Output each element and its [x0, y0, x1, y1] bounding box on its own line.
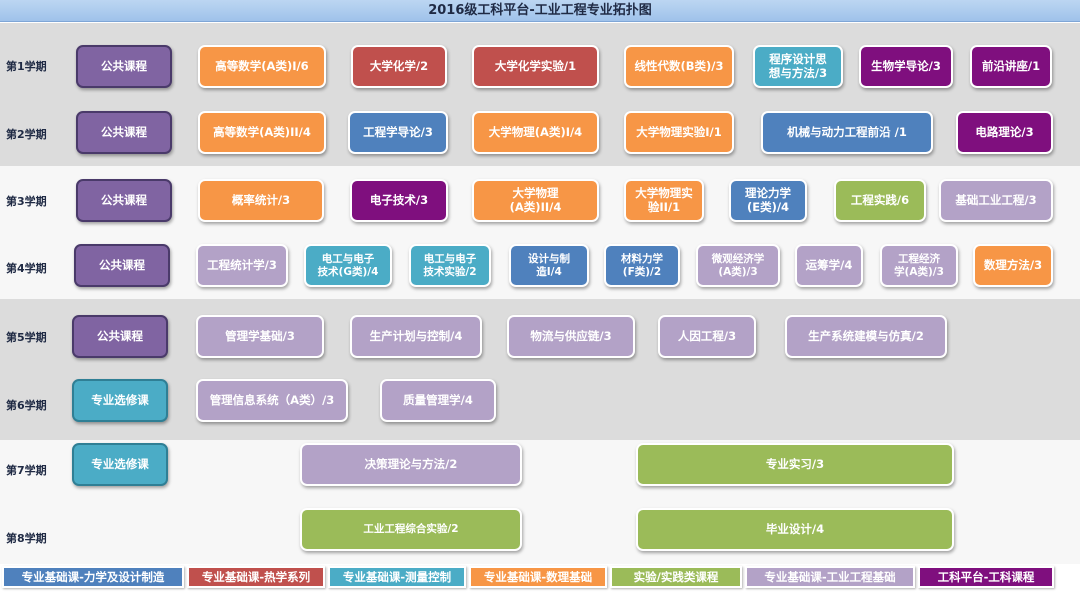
course-engineering-intro[interactable]: 工程学导论/3: [348, 111, 448, 154]
course-logistics[interactable]: 物流与供应链/3: [507, 315, 635, 358]
course-physics-lab-2[interactable]: 大学物理实 验II/1: [624, 179, 704, 222]
semester-label-8: 第8学期: [6, 532, 47, 545]
course-circuit-theory[interactable]: 电路理论/3: [956, 111, 1053, 154]
course-system-simulation[interactable]: 生产系统建模与仿真/2: [785, 315, 947, 358]
course-physics-2[interactable]: 大学物理 (A类)II/4: [472, 179, 599, 222]
semester-label-7: 第7学期: [6, 464, 47, 477]
course-management-basics[interactable]: 管理学基础/3: [196, 315, 324, 358]
course-ie-comprehensive-lab[interactable]: 工业工程综合实验/2: [300, 508, 522, 551]
course-microeconomics[interactable]: 微观经济学 (A类)/3: [696, 244, 780, 287]
course-chemistry[interactable]: 大学化学/2: [351, 45, 447, 88]
course-basic-ie[interactable]: 基础工业工程/3: [939, 179, 1053, 222]
course-operations-research[interactable]: 运筹学/4: [795, 244, 863, 287]
course-internship[interactable]: 专业实习/3: [636, 443, 954, 486]
legend-practice: 实验/实践类课程: [610, 566, 742, 588]
course-theoretical-mechanics[interactable]: 理论力学 (E类)/4: [729, 179, 807, 222]
course-programming[interactable]: 程序设计思 想与方法/3: [753, 45, 843, 88]
course-probability[interactable]: 概率统计/3: [198, 179, 324, 222]
semester-label-2: 第2学期: [6, 128, 47, 141]
course-physics-lab-1[interactable]: 大学物理实验I/1: [624, 111, 734, 154]
course-mis[interactable]: 管理信息系统（A类）/3: [196, 379, 348, 422]
semester-label-4: 第4学期: [6, 262, 47, 275]
page-title: 2016级工科平台-工业工程专业拓扑图: [0, 0, 1080, 22]
course-quality-management[interactable]: 质量管理学/4: [380, 379, 496, 422]
course-engineering-practice[interactable]: 工程实践/6: [834, 179, 926, 222]
course-public-sem3[interactable]: 公共课程: [76, 179, 172, 222]
course-mech-power-frontier[interactable]: 机械与动力工程前沿 /1: [761, 111, 933, 154]
course-design-manufacturing[interactable]: 设计与制 造I/4: [509, 244, 589, 287]
course-graduation-project[interactable]: 毕业设计/4: [636, 508, 954, 551]
course-physics-1[interactable]: 大学物理(A类)I/4: [472, 111, 599, 154]
course-public-sem2[interactable]: 公共课程: [76, 111, 172, 154]
course-frontier-lecture[interactable]: 前沿讲座/1: [970, 45, 1052, 88]
semester-label-1: 第1学期: [6, 60, 47, 73]
course-electrotech[interactable]: 电工与电子 技术(G类)/4: [304, 244, 392, 287]
course-calculus-1[interactable]: 高等数学(A类)I/6: [198, 45, 326, 88]
legend-ie-basics: 专业基础课-工业工程基础: [745, 566, 915, 588]
legend-mechanics-design: 专业基础课-力学及设计制造: [2, 566, 184, 588]
semester-label-6: 第6学期: [6, 399, 47, 412]
course-elective-sem6[interactable]: 专业选修课: [72, 379, 168, 422]
course-elective-sem7[interactable]: 专业选修课: [72, 443, 168, 486]
course-public-sem5[interactable]: 公共课程: [72, 315, 168, 358]
course-math-methods[interactable]: 数理方法/3: [973, 244, 1053, 287]
legend-engineering-platform: 工科平台-工科课程: [918, 566, 1054, 588]
course-production-planning[interactable]: 生产计划与控制/4: [350, 315, 482, 358]
legend-measurement-control: 专业基础课-测量控制: [328, 566, 466, 588]
course-material-mechanics[interactable]: 材料力学 (F类)/2: [604, 244, 680, 287]
semester-label-5: 第5学期: [6, 331, 47, 344]
legend-math-physics: 专业基础课-数理基础: [469, 566, 607, 588]
course-engineering-economics[interactable]: 工程经济 学(A类)/3: [880, 244, 958, 287]
course-electrotech-lab[interactable]: 电工与电子 技术实验/2: [409, 244, 491, 287]
legend-thermal: 专业基础课-热学系列: [187, 566, 325, 588]
course-chemistry-lab[interactable]: 大学化学实验/1: [472, 45, 599, 88]
course-calculus-2[interactable]: 高等数学(A类)II/4: [198, 111, 326, 154]
course-engineering-statistics[interactable]: 工程统计学/3: [196, 244, 288, 287]
course-public-sem1[interactable]: 公共课程: [76, 45, 172, 88]
course-biology[interactable]: 生物学导论/3: [859, 45, 953, 88]
semester-label-3: 第3学期: [6, 195, 47, 208]
course-decision-theory[interactable]: 决策理论与方法/2: [300, 443, 522, 486]
course-linear-algebra[interactable]: 线性代数(B类)/3: [624, 45, 734, 88]
course-public-sem4[interactable]: 公共课程: [74, 244, 170, 287]
course-electronics[interactable]: 电子技术/3: [350, 179, 448, 222]
course-human-factors[interactable]: 人因工程/3: [658, 315, 756, 358]
